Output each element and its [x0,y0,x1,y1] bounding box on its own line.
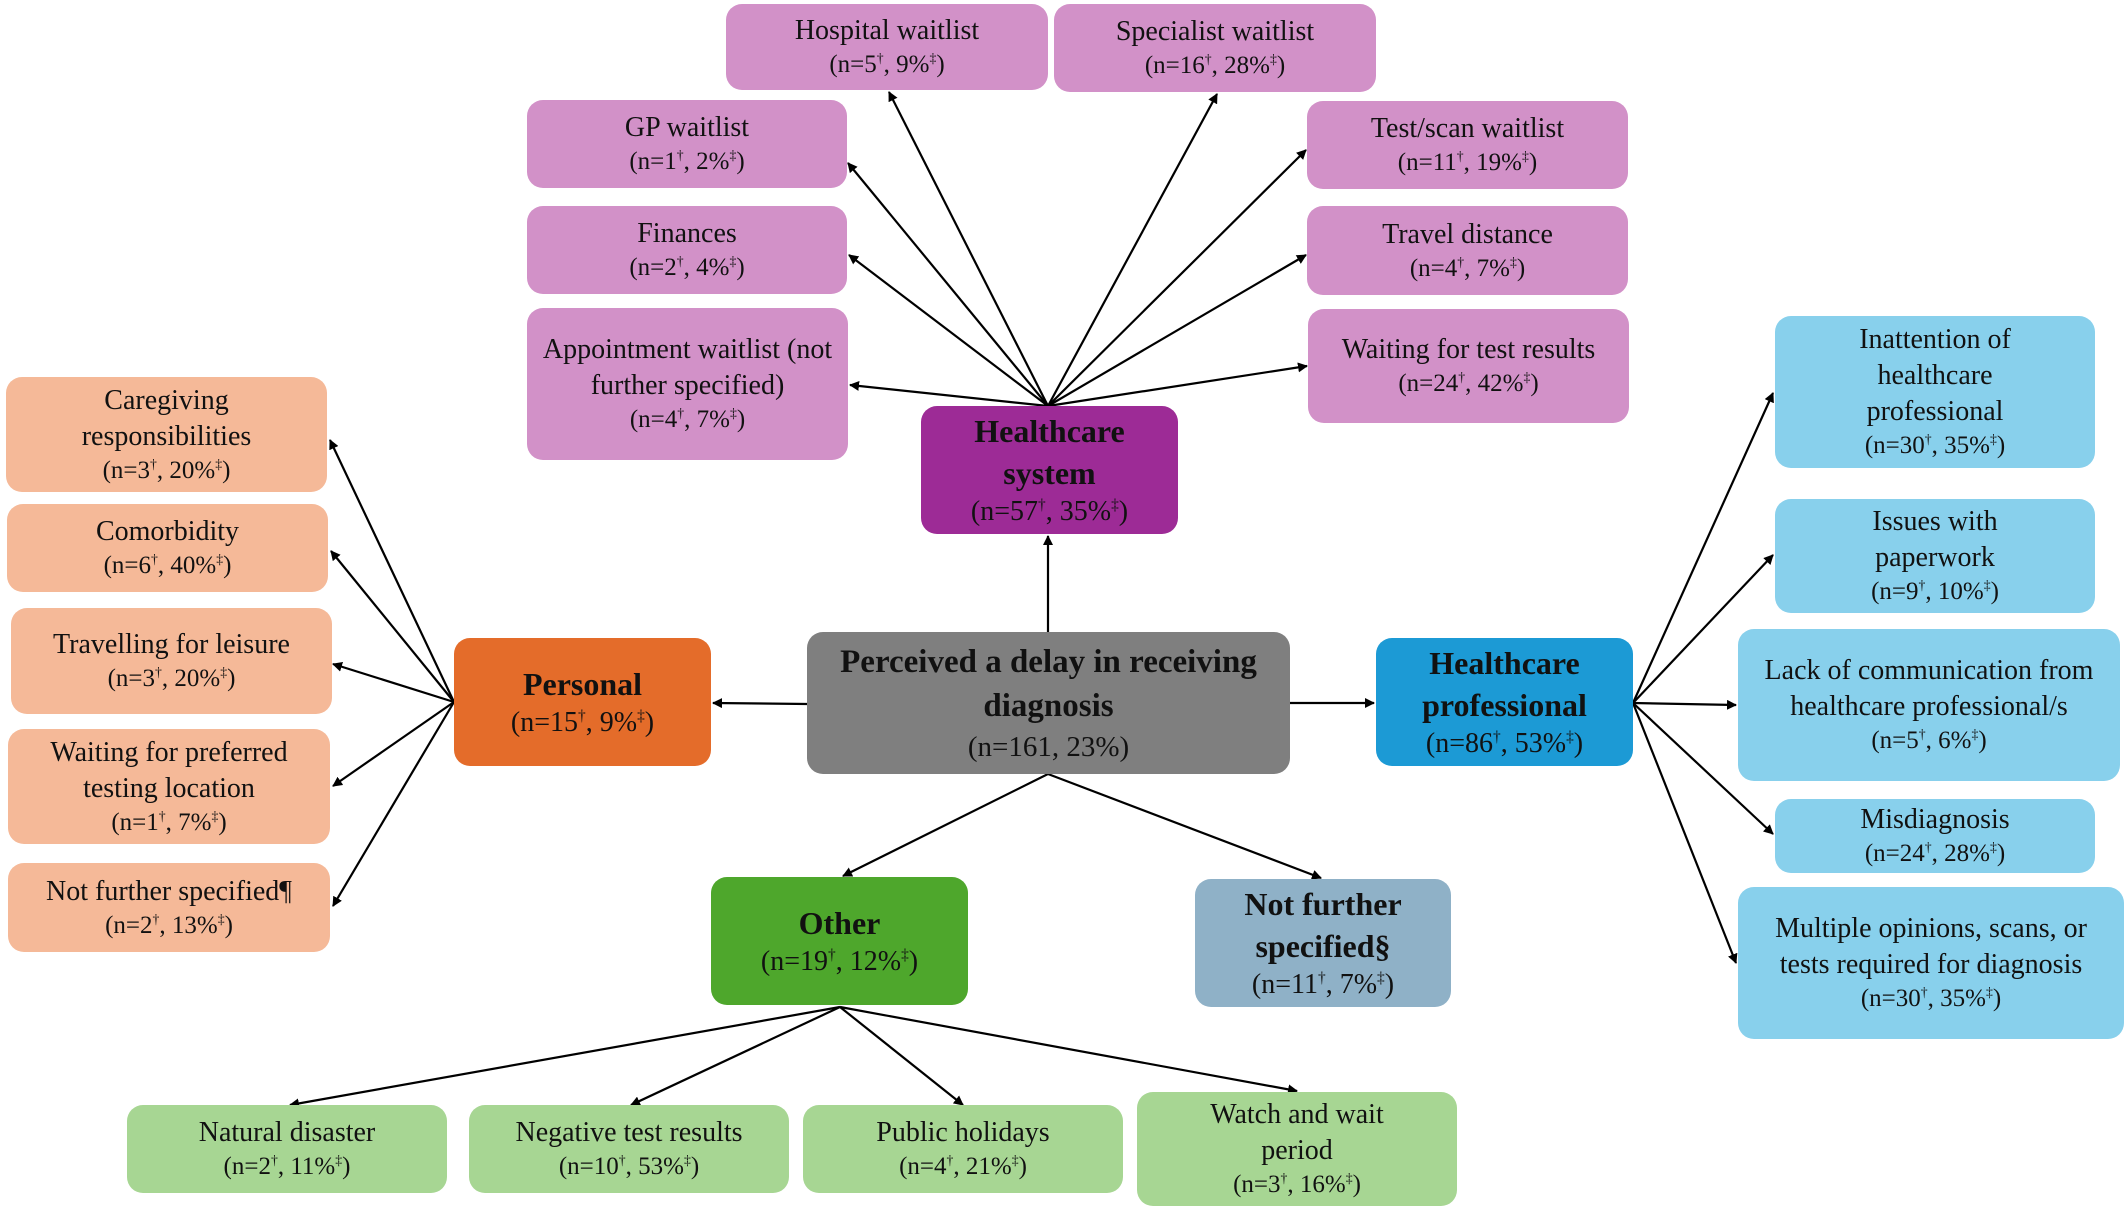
ot-leaf-public-holidays: Public holidays (n=4†, 21%‡) [803,1105,1123,1193]
arrow-hp-to-misdiagnosis [1632,702,1774,835]
hs-leaf-gp-waitlist: GP waitlist (n=1†, 2%‡) [527,100,847,188]
personal-stat: (n=15†, 9%‡) [510,707,655,738]
arrow-ot-to-watch-wait [839,1005,1298,1095]
pe-leaf-not-further-specified: Not further specified¶ (n=2†, 13%‡) [8,863,330,952]
arrow-hp-to-inattention [1631,392,1775,704]
arrow-hs-to-finances [848,254,1049,407]
pe-leaf-caregiving: Caregiving responsibilities (n=3†, 20%‡) [6,377,327,492]
arrow-pe-to-not-further-specified [332,701,455,907]
edge-group [289,91,1775,1109]
arrow-ot-to-natural-disaster [289,1005,841,1109]
center-node: Perceived a delay in receiving diagnosis… [807,632,1290,774]
arrow-ot-to-negative-test [630,1006,841,1106]
healthcare-system-stat: (n=57†, 35%‡) [970,496,1129,527]
arrow-hp-to-lack-communication [1632,699,1737,710]
healthcare-professional-stat: (n=86†, 53%‡) [1425,728,1584,759]
hs-leaf-hospital-waitlist: Hospital waitlist (n=5†, 9%‡) [726,4,1048,90]
hs-leaf-specialist-waitlist: Specialist waitlist (n=16†, 28%‡) [1054,4,1376,92]
hp-leaf-misdiagnosis: Misdiagnosis (n=24†, 28%‡) [1775,799,2095,873]
arrow-center-to-not-further-specified [1047,772,1322,880]
arrow-pe-to-comorbidity [330,550,455,703]
healthcare-professional-node: Healthcare professional (n=86†, 53%‡) [1376,638,1633,766]
center-stat: (n=161, 23%) [967,731,1130,763]
arrow-hp-to-multiple-opinions [1631,702,1738,964]
ot-leaf-natural-disaster: Natural disaster (n=2†, 11%‡) [127,1105,447,1193]
hs-leaf-finances: Finances (n=2†, 4%‡) [527,206,847,294]
arrow-hs-to-gp-waitlist [847,162,1049,407]
healthcare-system-node: Healthcare system (n=57†, 35%‡) [921,406,1178,534]
hp-leaf-lack-communication: Lack of communication from healthcare pr… [1738,629,2120,781]
arrow-center-to-personal [712,698,808,709]
hs-leaf-test-scan-waitlist: Test/scan waitlist (n=11†, 19%‡) [1307,101,1628,189]
ot-leaf-watch-wait: Watch and wait period (n=3†, 16%‡) [1137,1092,1457,1206]
arrow-hs-to-test-scan-waitlist [1047,149,1307,407]
arrow-hp-to-paperwork [1632,554,1774,704]
arrow-hs-to-appointment-waitlist [849,380,1049,408]
healthcare-professional-label: Healthcare professional [1422,645,1587,723]
other-label: Other [798,905,881,941]
arrow-pe-to-caregiving [329,439,455,703]
other-stat: (n=19†, 12%‡) [760,946,919,977]
hp-leaf-paperwork: Issues with paperwork (n=9†, 10%‡) [1775,499,2095,613]
arrow-pe-to-travelling-leisure [332,661,455,704]
center-label: Perceived a delay in receiving diagnosis [840,644,1257,724]
arrow-center-to-other [842,773,1049,877]
personal-label: Personal [522,666,643,702]
arrow-ot-to-public-holidays [839,1006,964,1106]
arrow-pe-to-preferred-location [332,701,455,787]
pe-leaf-preferred-location: Waiting for preferred testing location (… [8,729,330,844]
pe-leaf-comorbidity: Comorbidity (n=6†, 40%‡) [7,504,328,592]
not-further-specified-node: Not further specified§ (n=11†, 7%‡) [1195,879,1451,1007]
pe-leaf-travelling-leisure: Travelling for leisure (n=3†, 20%‡) [11,608,332,714]
hs-leaf-appointment-waitlist: Appointment waitlist (not further specif… [527,308,848,460]
hp-leaf-inattention: Inattention of healthcare professional (… [1775,316,2095,468]
not-further-specified-label: Not further specified§ [1244,886,1402,964]
arrow-hs-to-travel-distance [1047,254,1307,407]
arrow-hs-to-hospital-waitlist [888,91,1049,407]
arrow-hs-to-waiting-test-results [1047,362,1308,408]
hp-leaf-multiple-opinions: Multiple opinions, scans, or tests requi… [1738,887,2124,1039]
healthcare-system-label: Healthcare system [974,413,1125,491]
hs-leaf-waiting-test-results: Waiting for test results (n=24†, 42%‡) [1308,309,1629,423]
hs-leaf-travel-distance: Travel distance (n=4†, 7%‡) [1307,206,1628,295]
not-further-specified-stat: (n=11†, 7%‡) [1251,969,1395,1000]
ot-leaf-negative-test: Negative test results (n=10†, 53%‡) [469,1105,789,1193]
other-node: Other (n=19†, 12%‡) [711,877,968,1005]
arrow-hs-to-specialist-waitlist [1047,93,1218,407]
personal-node: Personal (n=15†, 9%‡) [454,638,711,766]
